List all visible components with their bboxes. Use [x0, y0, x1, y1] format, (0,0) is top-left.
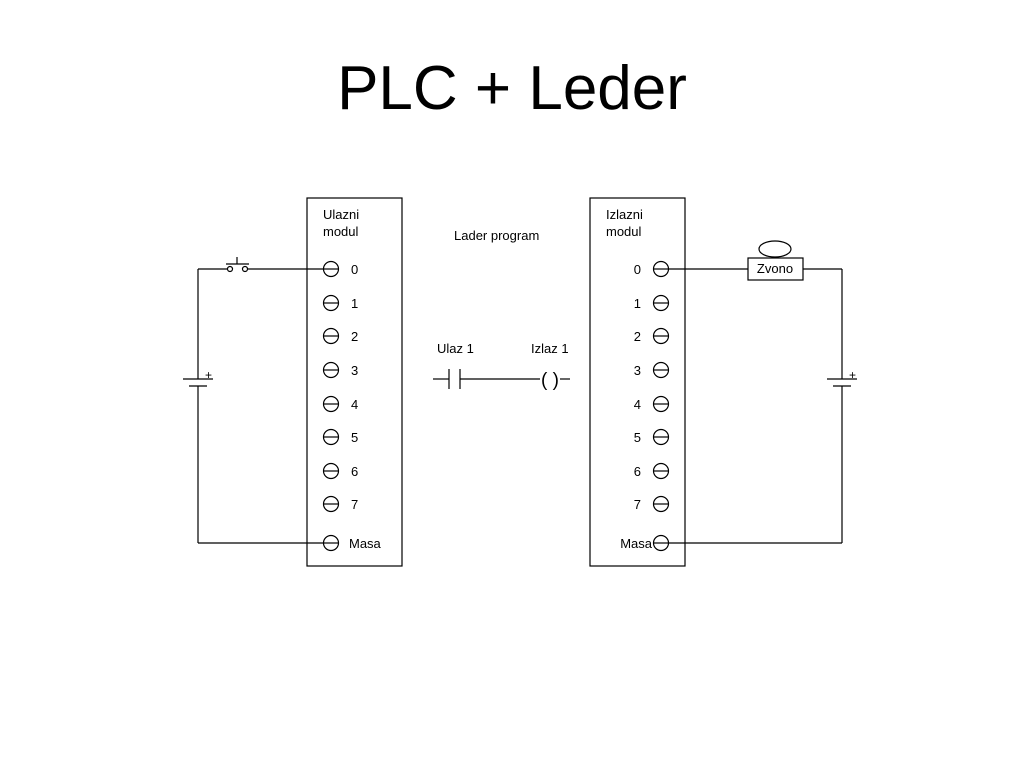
output-terminal-label-6: 6: [634, 464, 641, 479]
ladder-coil-symbol: ( ): [541, 370, 559, 391]
output-module-label-line2: modul: [606, 224, 642, 239]
ladder-rung: [433, 369, 570, 389]
input-module-box: [306, 197, 403, 567]
output-terminal-label-0: 0: [634, 262, 641, 277]
output-ground-label: Masa: [620, 536, 653, 551]
bell-label: Zvono: [757, 261, 793, 276]
input-terminal-label-5: 5: [351, 430, 358, 445]
output-terminal-label-7: 7: [634, 497, 641, 512]
switch-left-contact: [226, 265, 234, 273]
input-terminal-label-3: 3: [351, 363, 358, 378]
input-battery-plus-sign: +: [205, 368, 212, 382]
switch-right-contact: [241, 265, 249, 273]
output-battery-plus-sign: +: [849, 368, 856, 382]
output-terminal-label-2: 2: [634, 329, 641, 344]
ladder-contact-label: Ulaz 1: [437, 341, 474, 356]
output-terminal-label-4: 4: [634, 397, 641, 412]
output-terminal-label-5: 5: [634, 430, 641, 445]
input-terminal-label-0: 0: [351, 262, 358, 277]
ladder-program-title: Lader program: [454, 228, 539, 243]
output-module-box: [589, 197, 686, 567]
output-terminal-label-3: 3: [634, 363, 641, 378]
input-terminal-label-1: 1: [351, 296, 358, 311]
input-terminal-label-2: 2: [351, 329, 358, 344]
input-terminal-label-6: 6: [351, 464, 358, 479]
input-terminal-label-4: 4: [351, 397, 358, 412]
input-module-label-line1: Ulazni: [323, 207, 359, 222]
input-terminal-label-7: 7: [351, 497, 358, 512]
input-module-label-line2: modul: [323, 224, 359, 239]
output-circuit: [669, 240, 857, 544]
input-circuit: [183, 257, 324, 544]
input-ground-label: Masa: [349, 536, 382, 551]
page-title: PLC + Leder: [337, 54, 687, 123]
bell-icon: [758, 240, 792, 258]
output-module-label-line1: Izlazni: [606, 207, 643, 222]
output-terminal-label-1: 1: [634, 296, 641, 311]
ladder-coil-label: Izlaz 1: [531, 341, 569, 356]
